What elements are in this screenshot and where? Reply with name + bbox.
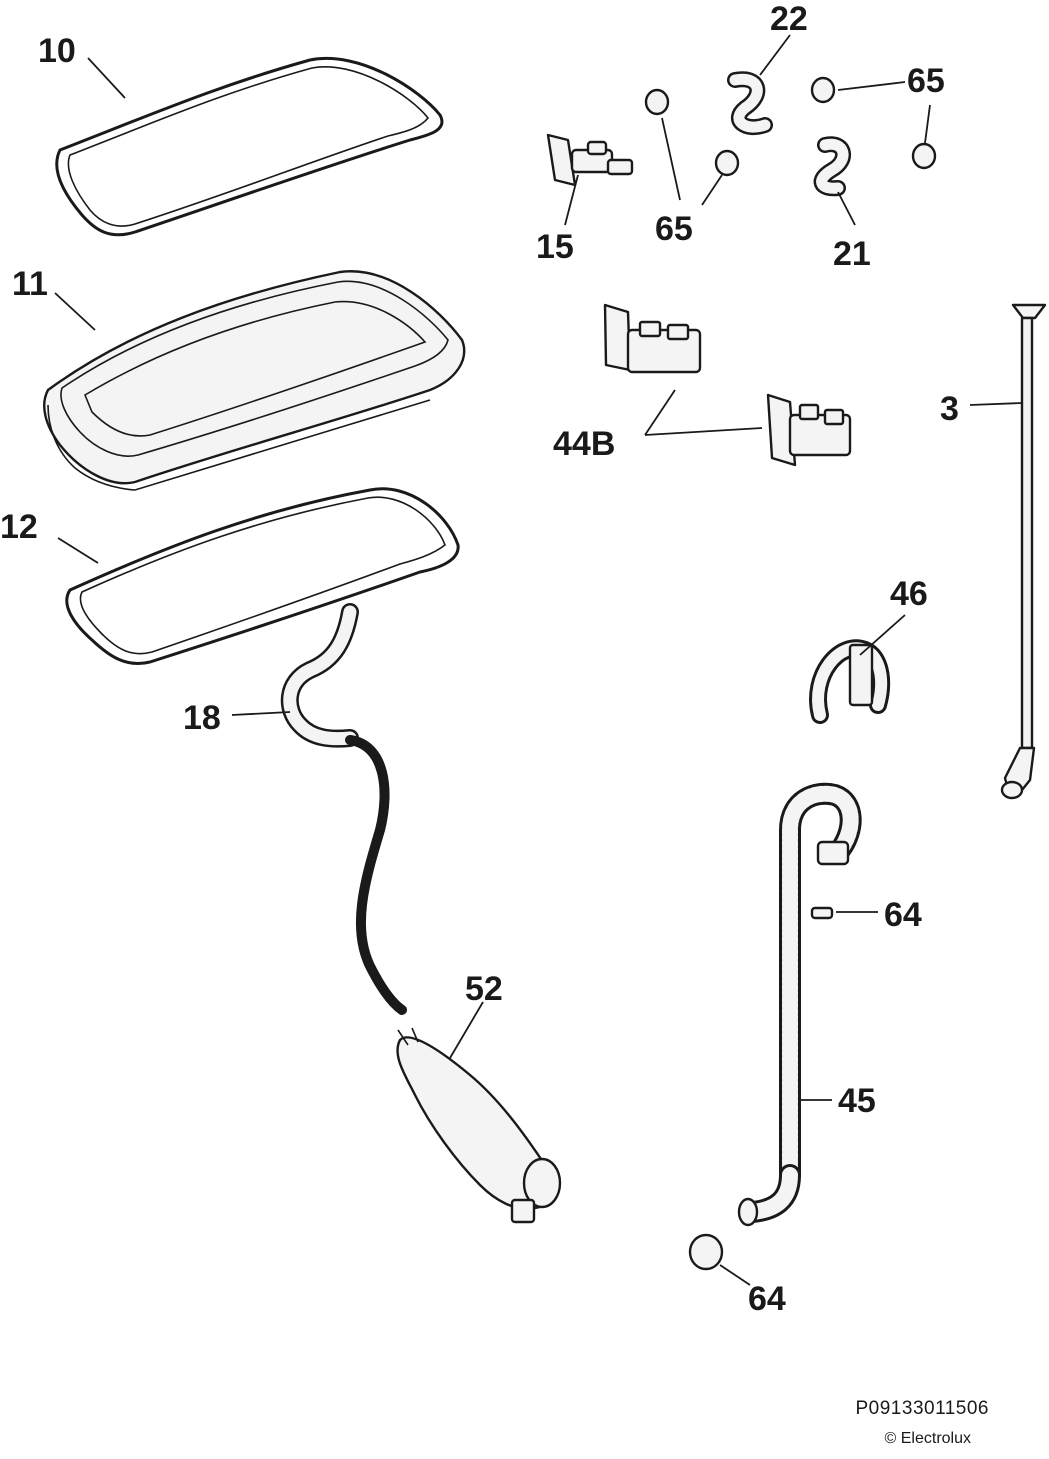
label-15: 15 [536, 228, 574, 266]
part-45-drain-hose [737, 782, 862, 1227]
label-65-right: 65 [907, 62, 945, 100]
part-65-clamp-a [810, 76, 836, 104]
part-46-clip [809, 639, 891, 724]
diagram-code: P09133011506 [855, 1398, 989, 1419]
label-22: 22 [770, 0, 808, 38]
part-52-filter-housing [396, 1027, 562, 1224]
part-12-gasket [65, 487, 460, 665]
label-65-middle: 65 [655, 210, 693, 248]
label-11: 11 [12, 265, 48, 303]
part-10-gasket [55, 57, 444, 237]
label-46: 46 [890, 575, 928, 613]
label-18: 18 [183, 699, 221, 737]
part-21-elbow [813, 136, 851, 197]
part-22-elbow [727, 71, 773, 135]
copyright-text: © Electrolux [884, 1430, 971, 1447]
part-15-valve [546, 133, 634, 187]
part-44b-bracket-lower [766, 393, 852, 467]
label-64-bottom: 64 [748, 1280, 786, 1318]
label-52: 52 [465, 970, 503, 1008]
part-65-clamp-c [644, 88, 670, 116]
label-45: 45 [838, 1082, 876, 1120]
label-44b: 44B [553, 425, 615, 463]
label-64-right: 64 [884, 896, 922, 934]
part-65-clamp-d [714, 149, 740, 177]
label-21: 21 [833, 235, 871, 273]
part-65-clamp-b [911, 142, 937, 170]
label-10: 10 [38, 32, 76, 70]
part-3-rod [1000, 303, 1047, 800]
part-11-tub-ring [43, 270, 466, 491]
label-12: 12 [0, 508, 38, 546]
part-64-clamp [688, 1233, 724, 1271]
part-18-hose [280, 603, 407, 1015]
label-3: 3 [940, 390, 959, 428]
part-44b-bracket-upper [603, 303, 702, 374]
part-64-spring-clip [810, 906, 834, 920]
